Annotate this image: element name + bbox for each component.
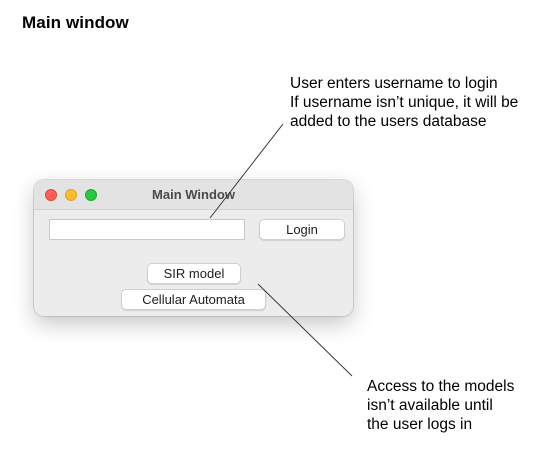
sir-model-button[interactable]: SIR model <box>147 263 241 284</box>
login-button[interactable]: Login <box>259 219 345 240</box>
maximize-window-icon[interactable] <box>85 189 97 201</box>
window-titlebar[interactable]: Main Window <box>34 180 353 210</box>
main-window: Main Window Login SIR model Cellular Aut… <box>34 180 353 316</box>
annotation-line: User enters username to login <box>290 75 498 92</box>
login-annotation: User enters username to login If usernam… <box>290 74 518 131</box>
annotation-line: If username isn’t unique, it will be <box>290 94 519 111</box>
annotation-line: added to the users database <box>290 113 487 130</box>
models-annotation: Access to the models isn’t available unt… <box>367 377 514 434</box>
annotation-line: isn’t available until <box>367 397 493 414</box>
page-heading: Main window <box>22 13 129 32</box>
username-input[interactable] <box>49 219 245 240</box>
annotation-line: Access to the models <box>367 378 515 395</box>
window-title: Main Window <box>152 187 235 202</box>
minimize-window-icon[interactable] <box>65 189 77 201</box>
close-window-icon[interactable] <box>45 189 57 201</box>
cellular-automata-button[interactable]: Cellular Automata <box>121 289 266 310</box>
annotation-line: the user logs in <box>367 416 473 433</box>
